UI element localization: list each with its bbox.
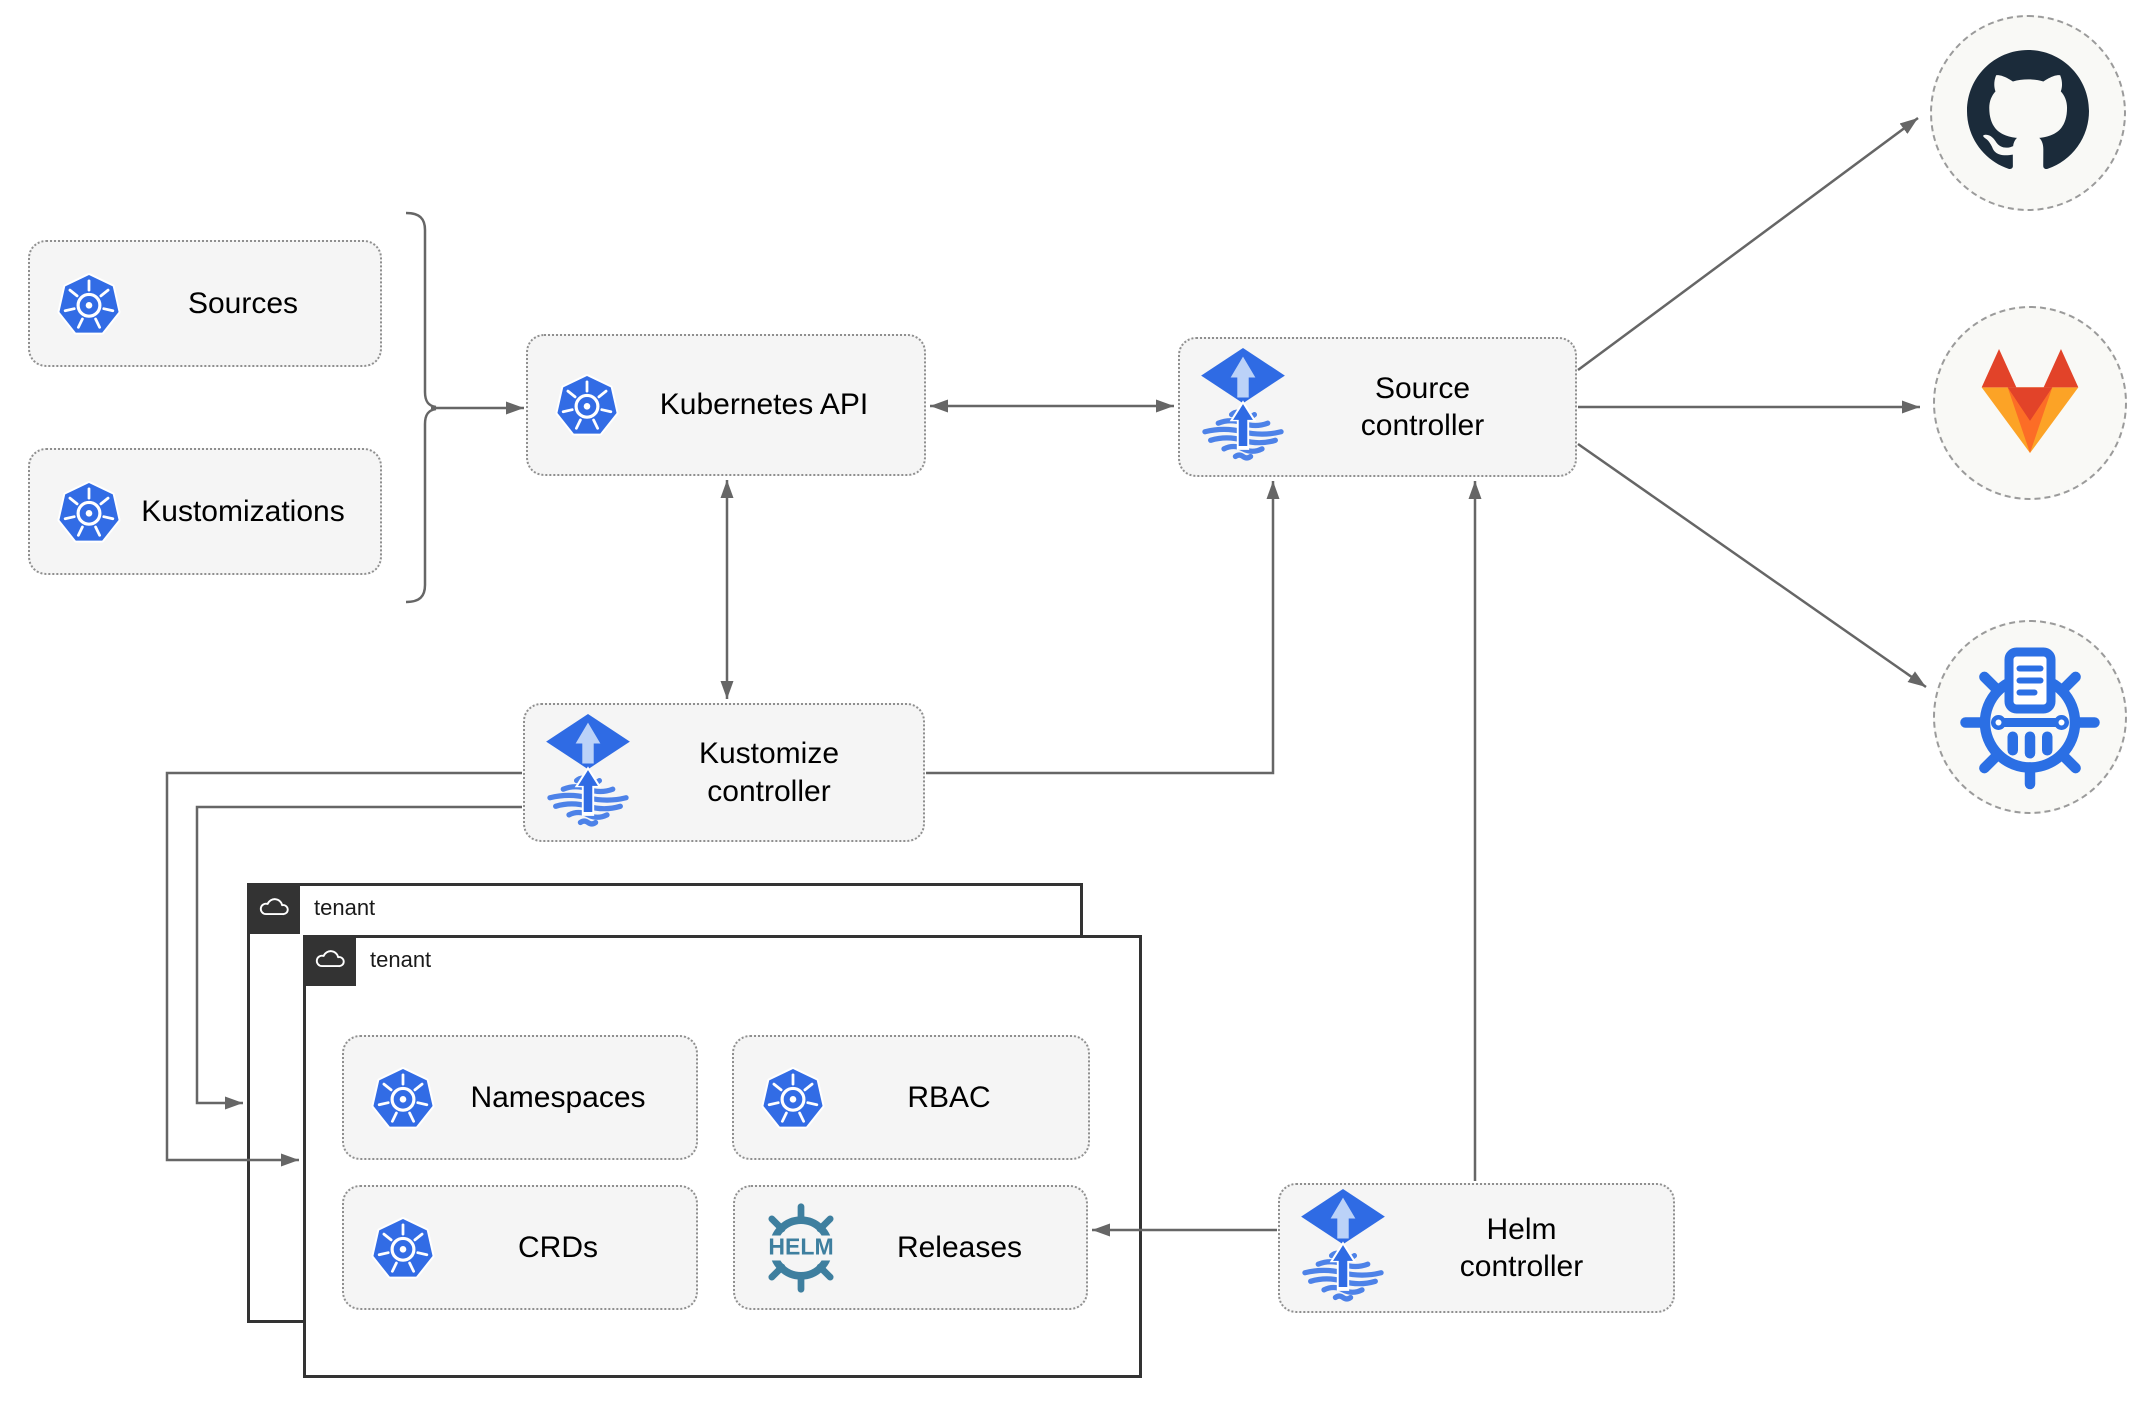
edge-kustomize-to-source [926, 481, 1280, 775]
kustomize-controller-node: Kustomize controller [523, 703, 925, 842]
helm-logo-text: HELM [768, 1233, 833, 1259]
releases-label: Releases [896, 1230, 1023, 1264]
namespaces-node: Namespaces [342, 1035, 698, 1160]
kustomizations-label: Kustomizations [141, 494, 345, 528]
chartmuseum-wheel-icon [1955, 640, 2105, 795]
namespaces-label: Namespaces [470, 1080, 646, 1114]
cloud-icon [313, 946, 347, 976]
crds-label: CRDs [518, 1230, 598, 1264]
helm-icon: HELM [753, 1200, 849, 1296]
helm-controller-label: Helm controller [1459, 1212, 1584, 1284]
group-bracket-top [405, 211, 437, 409]
releases-node: HELM Releases [733, 1185, 1088, 1310]
kubernetes-api-label: Kubernetes API [659, 388, 869, 422]
rbac-label: RBAC [907, 1080, 991, 1114]
gitlab-fox-icon [1968, 344, 2092, 463]
crds-node: CRDs [342, 1185, 698, 1310]
kubernetes-icon [370, 1215, 436, 1281]
kubernetes-icon [760, 1065, 826, 1131]
kubernetes-icon [56, 271, 122, 337]
helm-controller-node: Helm controller [1278, 1183, 1675, 1313]
flux-icon [545, 713, 631, 832]
sources-label: Sources [187, 286, 299, 320]
edge-source-to-github [1577, 116, 1919, 372]
chartmuseum-endpoint [1933, 620, 2127, 814]
group-bracket-bottom [405, 407, 437, 604]
flux-icon [1300, 1189, 1386, 1307]
kubernetes-icon [370, 1065, 436, 1131]
rbac-node: RBAC [732, 1035, 1090, 1160]
kubernetes-icon [554, 372, 620, 438]
tenant-inner-label: tenant [370, 947, 432, 972]
source-controller-label: Source controller [1360, 371, 1485, 443]
kubernetes-icon [56, 479, 122, 545]
flux-icon [1200, 348, 1286, 466]
source-controller-node: Source controller [1178, 337, 1577, 477]
github-octocat-icon [1967, 49, 2089, 177]
kustomize-controller-label: Kustomize controller [698, 737, 840, 808]
github-endpoint [1930, 15, 2126, 211]
tenant-outer-chip [247, 883, 300, 934]
edge-source-to-chartmuseum [1577, 442, 1927, 689]
kustomizations-node: Kustomizations [28, 448, 382, 575]
kubernetes-api-node: Kubernetes API [526, 334, 926, 476]
sources-node: Sources [28, 240, 382, 367]
cloud-icon [257, 894, 291, 924]
gitlab-endpoint [1933, 306, 2127, 500]
tenant-inner-chip [303, 935, 356, 986]
tenant-outer-label: tenant [314, 895, 376, 920]
